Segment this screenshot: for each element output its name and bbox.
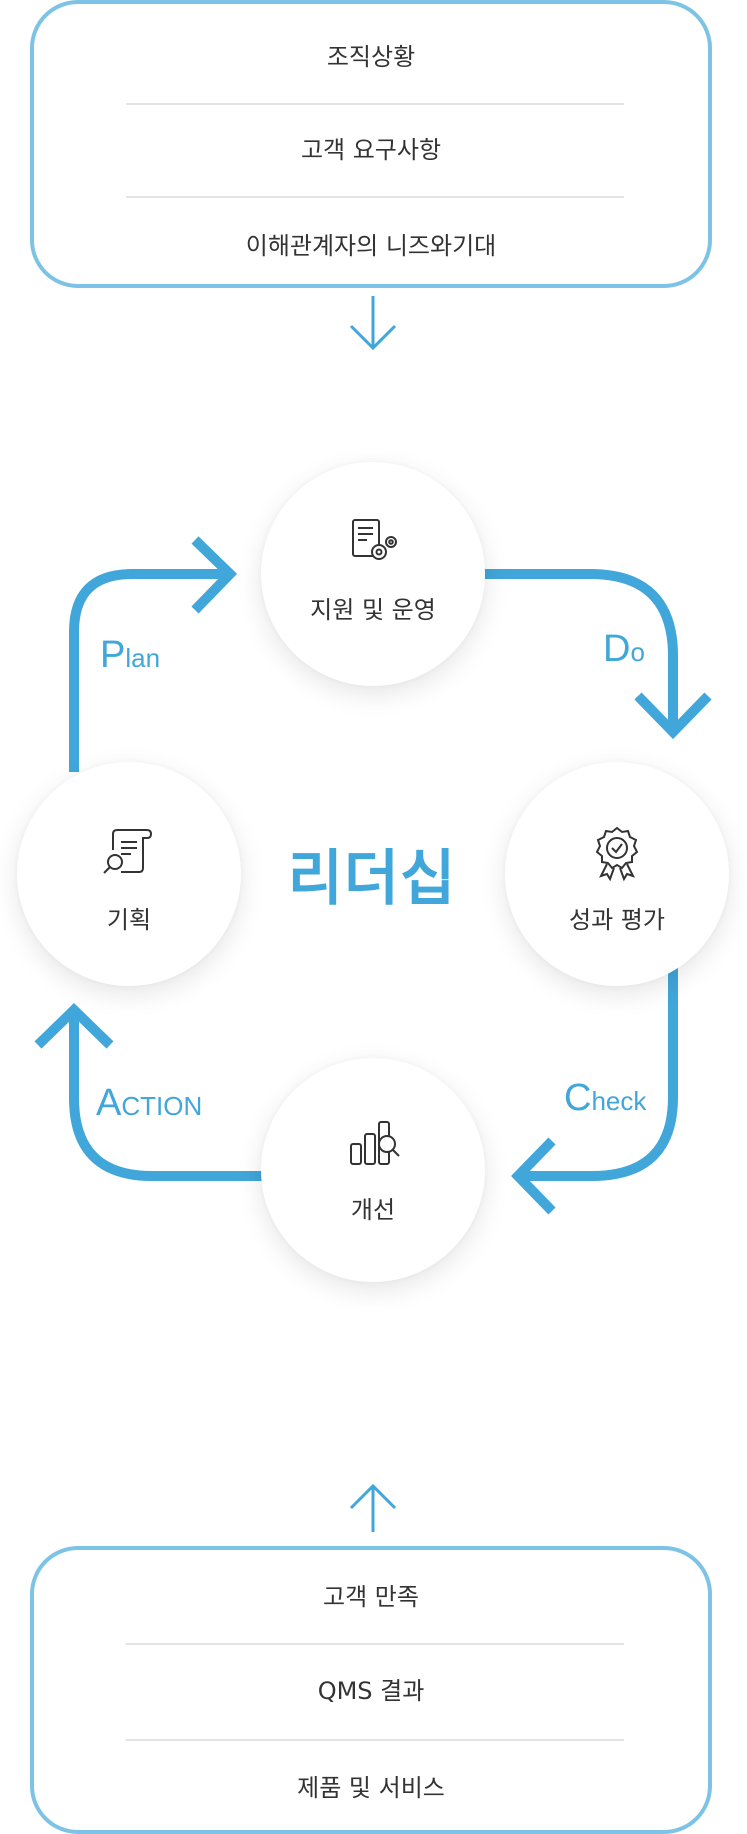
document-gears-icon [352, 519, 397, 560]
phase-action-label: ACTION [96, 1082, 202, 1125]
phase-do-label: Do [603, 628, 645, 671]
input-item-stakeholders: 이해관계자의 니즈와기대 [245, 232, 497, 260]
divider [126, 196, 624, 198]
phase-check-label: Check [564, 1077, 646, 1120]
step-planning: 기획 [17, 762, 241, 986]
up-arrow-icon [349, 1483, 397, 1532]
output-item-qms-results: QMS 결과 [317, 1677, 425, 1705]
center-title: 리더십 [287, 844, 457, 914]
output-item-satisfaction: 고객 만족 [323, 1583, 419, 1611]
step-label: 기획 [106, 906, 152, 934]
step-improvement: 개선 [261, 1058, 485, 1282]
phase-rest: lan [125, 643, 161, 673]
check-arrow [511, 965, 678, 1215]
step-label: 개선 [350, 1196, 396, 1224]
phase-plan-label: Plan [100, 634, 160, 677]
scroll-magnifier-icon [103, 829, 153, 874]
divider [126, 103, 624, 105]
phase-initial: C [564, 1077, 592, 1119]
step-support-operation: 지원 및 운영 [261, 462, 485, 686]
action-arrow [34, 1003, 262, 1181]
phase-initial: P [100, 634, 126, 676]
award-badge-icon [595, 826, 639, 882]
output-item-products-services: 제품 및 서비스 [297, 1774, 445, 1802]
phase-rest: heck [591, 1086, 647, 1116]
plan-arrow [69, 536, 238, 772]
phase-rest: o [630, 637, 645, 667]
down-arrow-icon [349, 296, 397, 351]
do-arrow [482, 569, 712, 740]
phase-rest: CTION [121, 1091, 203, 1121]
phase-initial: A [96, 1082, 122, 1124]
divider [126, 1739, 624, 1741]
input-item-requirements: 고객 요구사항 [300, 136, 442, 164]
inputs-box: 조직상황 고객 요구사항 이해관계자의 니즈와기대 [30, 0, 712, 288]
outputs-box: 고객 만족 QMS 결과 제품 및 서비스 [30, 1546, 712, 1834]
divider [126, 1643, 624, 1645]
step-label: 지원 및 운영 [310, 596, 436, 624]
bar-chart-magnifier-icon [350, 1121, 400, 1165]
input-item-context: 조직상황 [326, 43, 416, 71]
phase-initial: D [603, 628, 631, 670]
step-label: 성과 평가 [569, 906, 665, 934]
step-performance-evaluation: 성과 평가 [505, 762, 729, 986]
